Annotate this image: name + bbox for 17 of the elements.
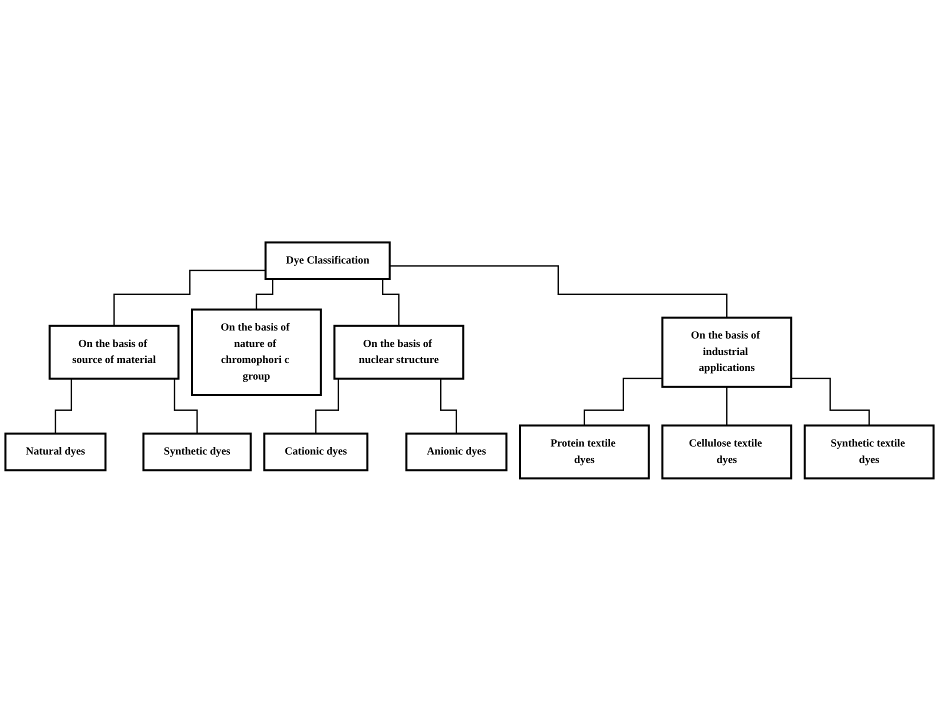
node-box: Cellulose textile dyes xyxy=(661,424,792,480)
node-box: Natural dyes xyxy=(4,432,106,472)
connector xyxy=(726,386,728,426)
node-box: Anionic dyes xyxy=(405,432,508,472)
node-box: Protein textile dyes xyxy=(518,424,650,480)
connector xyxy=(791,378,870,426)
connector xyxy=(113,270,266,327)
node-box: On the basis of source of material xyxy=(48,324,180,380)
connector xyxy=(584,378,662,426)
node-box: Cationic dyes xyxy=(263,432,368,472)
node-box: On the basis of industrial applications xyxy=(661,316,792,388)
node-box: On the basis of nature of chromophori c group xyxy=(191,308,322,396)
node-box: On the basis of nuclear structure xyxy=(333,324,464,380)
node-box: Synthetic dyes xyxy=(142,432,252,472)
connector xyxy=(390,265,728,318)
node-box: Synthetic textile dyes xyxy=(804,424,935,480)
node-box: Dye Classification xyxy=(264,242,391,280)
